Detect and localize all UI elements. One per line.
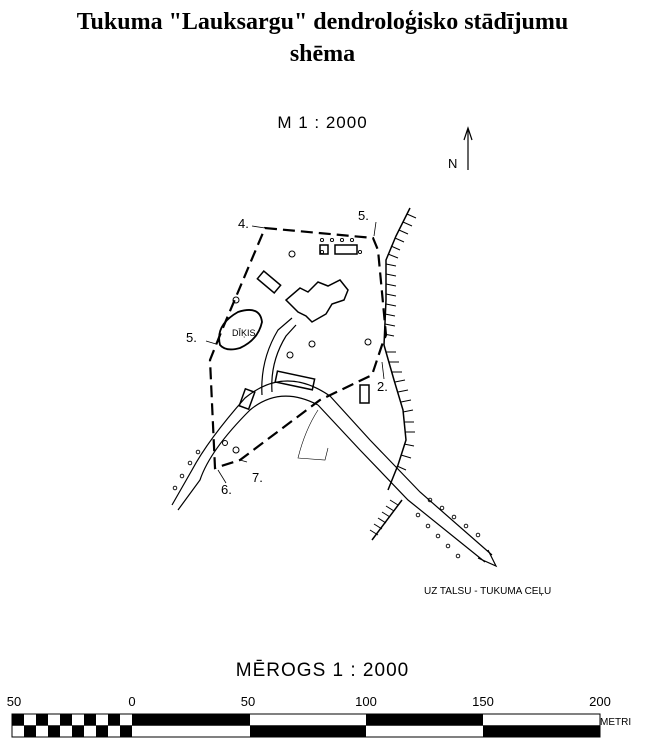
field-boundary bbox=[297, 409, 329, 461]
map-scale-label: M 1 : 2000 bbox=[277, 113, 368, 132]
scale-tick: 50 bbox=[240, 694, 256, 709]
point-7-label: 7. bbox=[252, 470, 263, 485]
point-5-left-label: 5. bbox=[186, 330, 197, 345]
plantation-boundary bbox=[208, 226, 388, 470]
scale-tick: 200 bbox=[589, 694, 611, 709]
point-4-label: 4. bbox=[238, 216, 249, 231]
map-title-line1: Tukuma "Lauksargu" dendroloģisko stādīju… bbox=[76, 9, 569, 35]
map-title-line2: shēma bbox=[289, 41, 356, 67]
point-5-top-label: 5. bbox=[358, 208, 369, 223]
scale-bar bbox=[11, 713, 601, 738]
scale-bar-title: MĒROGS 1 : 2000 bbox=[235, 660, 410, 681]
point-2-label: 2. bbox=[377, 379, 388, 394]
trees bbox=[222, 250, 372, 454]
scale-tick: 100 bbox=[355, 694, 377, 709]
buildings bbox=[238, 244, 370, 411]
tree-alleys bbox=[172, 237, 481, 559]
roads bbox=[171, 317, 498, 568]
scale-tick: 50 bbox=[6, 694, 22, 709]
road-destination-label: UZ TALSU - TUKUMA CEĻU bbox=[424, 586, 551, 597]
north-arrow bbox=[463, 126, 473, 170]
north-label: N bbox=[448, 156, 457, 171]
point-leaders bbox=[205, 221, 385, 484]
scale-tick: 0 bbox=[128, 694, 136, 709]
scale-tick: 150 bbox=[472, 694, 494, 709]
pond-label: DĪĶIS bbox=[232, 328, 256, 338]
point-6-label: 6. bbox=[221, 482, 232, 497]
ravine-edge bbox=[383, 207, 417, 491]
scale-unit-label: METRI bbox=[600, 717, 632, 728]
ravine-edge-lower bbox=[369, 499, 403, 541]
